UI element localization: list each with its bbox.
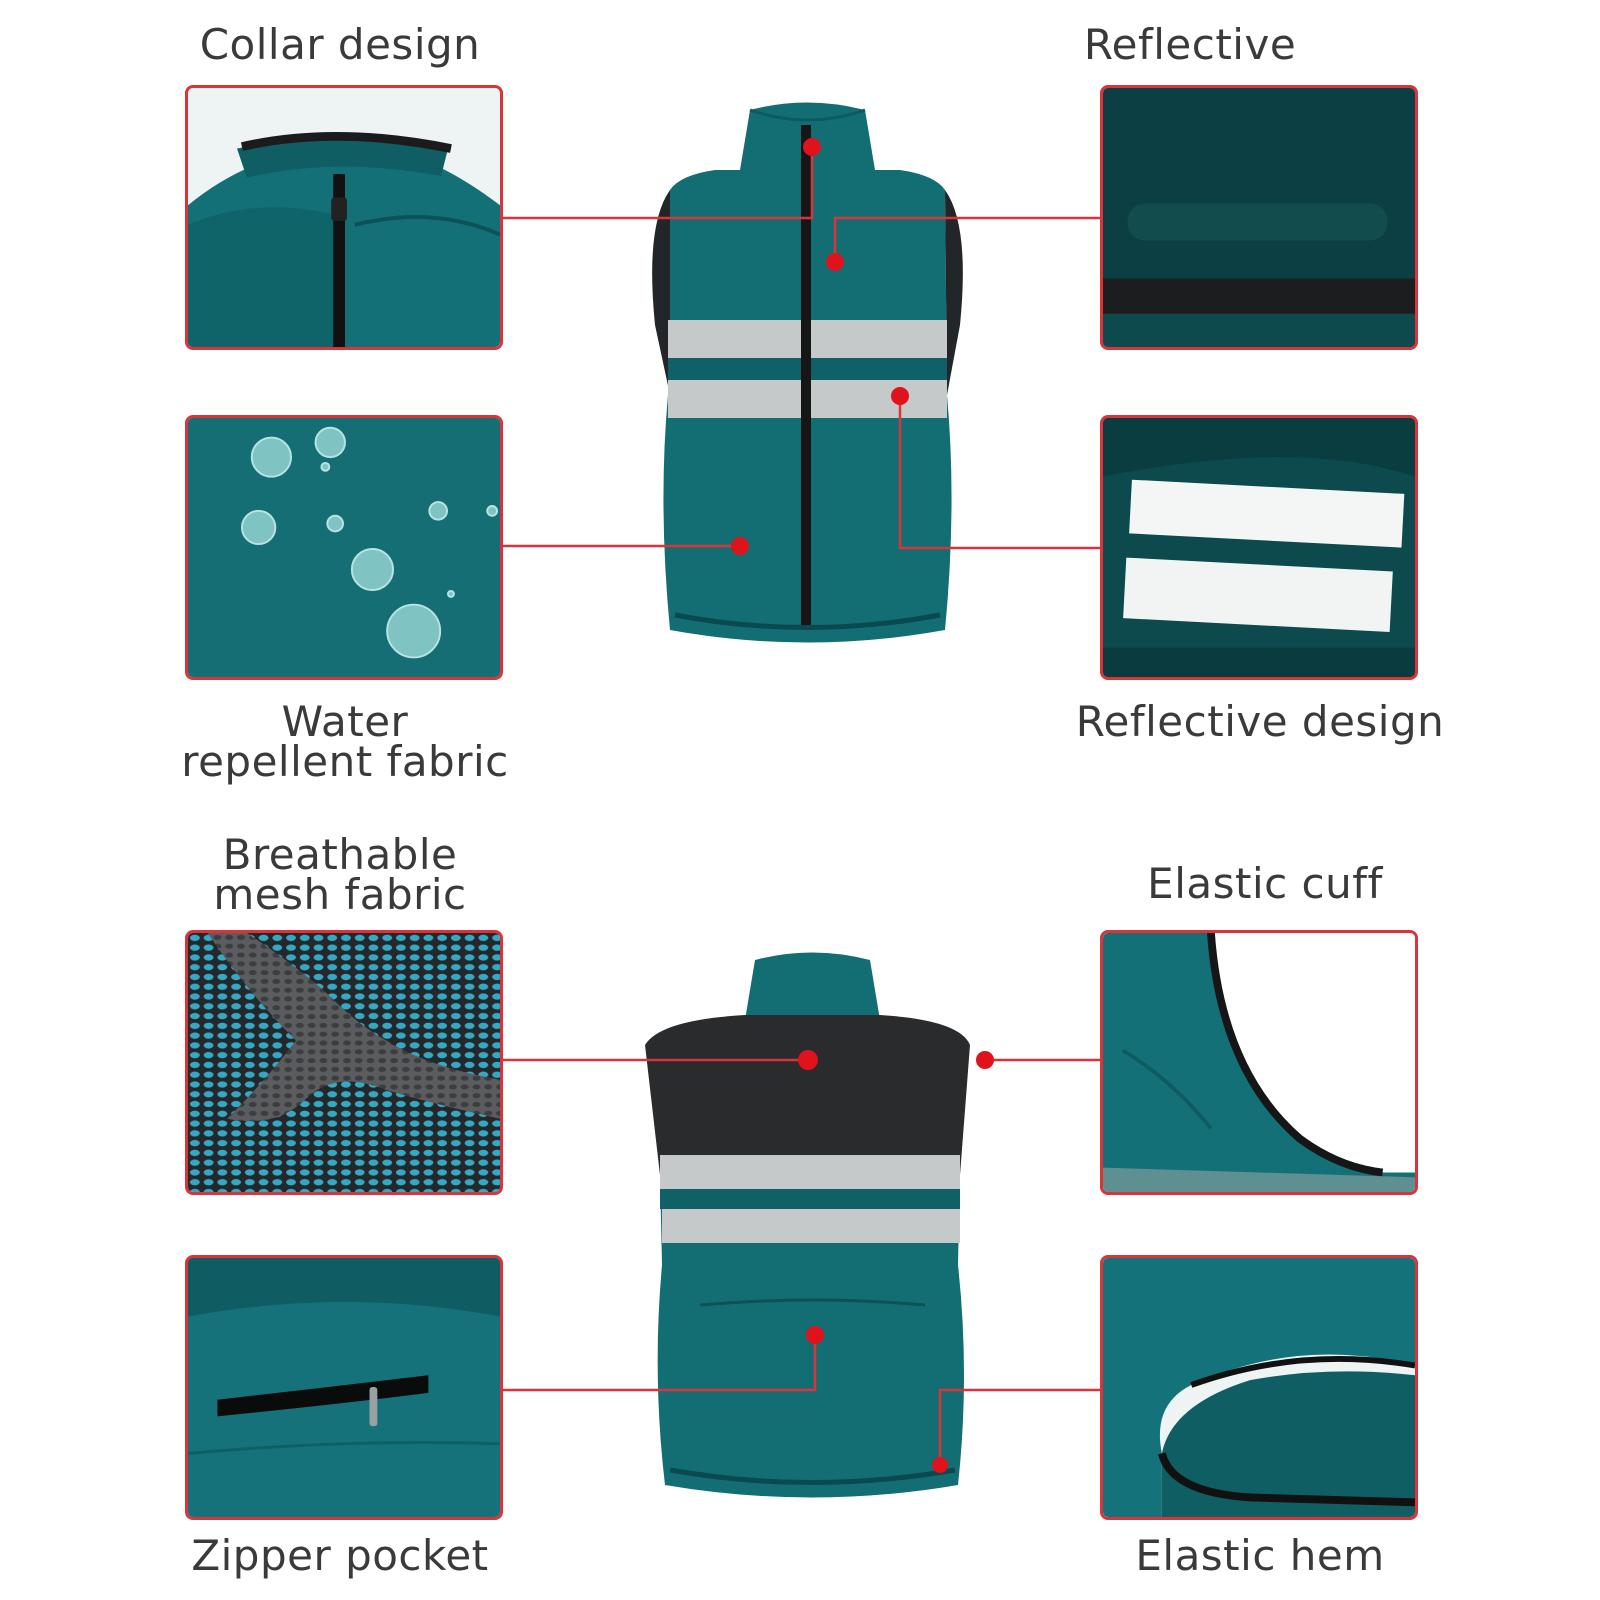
vest-front-image — [635, 95, 980, 650]
vest-back-image — [640, 945, 985, 1505]
reflective-stripes-image — [1103, 418, 1415, 677]
mesh-fabric-image — [188, 933, 500, 1192]
collar-detail-image — [188, 88, 500, 347]
reflective-panel — [1100, 85, 1418, 350]
label-elastic-hem: Elastic hem — [1135, 1531, 1385, 1580]
elastic-cuff-image — [1103, 933, 1415, 1192]
label-reflective: Reflective — [1083, 20, 1297, 69]
zipper-pocket-image — [188, 1258, 500, 1517]
label-elastic-cuff: Elastic cuff — [1147, 859, 1383, 908]
reflective-design-panel — [1100, 415, 1418, 680]
reflective-detail-image — [1103, 88, 1415, 347]
label-collar-design: Collar design — [199, 20, 481, 69]
label-zipper-pocket: Zipper pocket — [191, 1531, 489, 1580]
collar-design-panel — [185, 85, 503, 350]
zipper-pocket-panel — [185, 1255, 503, 1520]
water-repellent-panel — [185, 415, 503, 680]
elastic-cuff-panel — [1100, 930, 1418, 1195]
label-breathable-mesh-fabric: Breathable mesh fabric — [213, 830, 467, 919]
elastic-hem-panel — [1100, 1255, 1418, 1520]
elastic-hem-image — [1103, 1258, 1415, 1517]
label-water-repellent-fabric: Water repellent fabric — [181, 697, 509, 786]
water-drops-image — [188, 418, 500, 677]
label-reflective-design: Reflective design — [1075, 697, 1445, 746]
breathable-mesh-panel — [185, 930, 503, 1195]
